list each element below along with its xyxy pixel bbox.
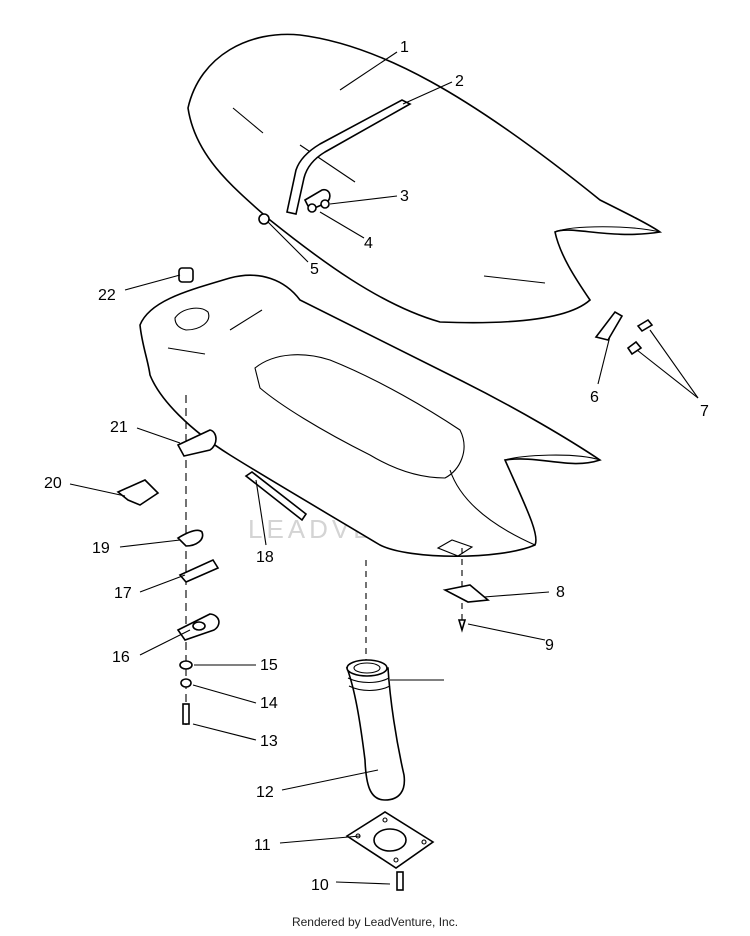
- callout-8: 8: [556, 584, 565, 601]
- callout-10: 10: [311, 877, 329, 894]
- callout-12: 12: [256, 784, 274, 801]
- callout-19: 19: [92, 540, 110, 557]
- callout-4: 4: [364, 235, 373, 252]
- callout-2: 2: [455, 73, 464, 90]
- callout-14: 14: [260, 695, 278, 712]
- footer-credit: Rendered by LeadVenture, Inc.: [291, 915, 459, 929]
- callout-20: 20: [44, 475, 62, 492]
- callout-17: 17: [114, 585, 132, 602]
- seat-base-part: [139, 274, 602, 557]
- strap-hardware: [258, 188, 331, 225]
- seat-bracket-part: [594, 310, 654, 356]
- callout-15: 15: [260, 657, 278, 674]
- mount-hardware-stack: [116, 395, 220, 725]
- callout-18: 18: [256, 549, 274, 566]
- callout-22: 22: [98, 287, 116, 304]
- strap-part: [286, 99, 412, 215]
- callout-16: 16: [112, 649, 130, 666]
- tube-part: [345, 560, 406, 801]
- plate-part: [345, 811, 435, 869]
- callout-3: 3: [400, 188, 409, 205]
- callout-5: 5: [310, 261, 319, 278]
- part-10-bolt: [396, 871, 404, 891]
- part-22: [178, 267, 194, 283]
- callout-1: 1: [400, 39, 409, 56]
- callout-11: 11: [254, 837, 271, 854]
- callout-labels: 1 2 3 4 5 6 7 8 9 10 11 12 13 14 15 16 1…: [44, 39, 709, 894]
- rear-bracket-part: [442, 548, 490, 633]
- callout-21: 21: [110, 419, 128, 436]
- callout-7: 7: [700, 403, 709, 420]
- callout-9: 9: [545, 637, 554, 654]
- callout-13: 13: [260, 733, 278, 750]
- callout-6: 6: [590, 389, 599, 406]
- leader-lines: [69, 51, 699, 885]
- part-18-trim: [244, 471, 308, 522]
